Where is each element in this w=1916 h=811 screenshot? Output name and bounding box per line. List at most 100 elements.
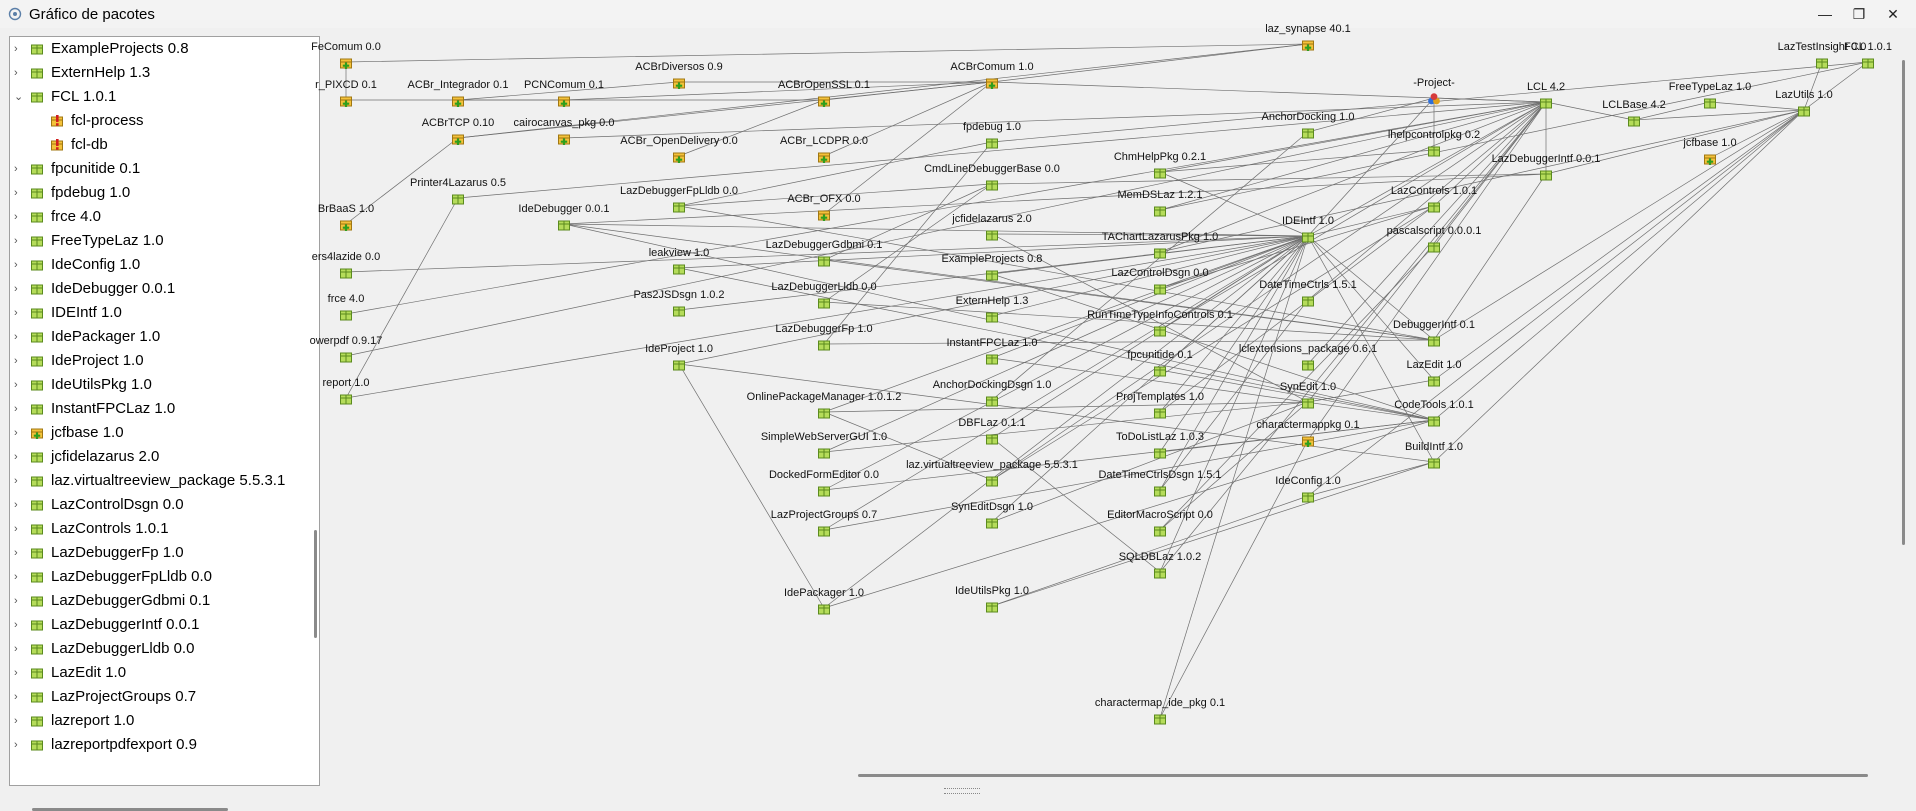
tree-item[interactable]: ›IdeProject 1.0: [10, 349, 300, 373]
graph-node[interactable]: EditorMacroScript 0.0: [1107, 509, 1213, 537]
graph-node[interactable]: LazDebuggerGdbmi 0.1: [766, 239, 883, 267]
tree-item[interactable]: ›LazDebuggerFpLldb 0.0: [10, 565, 300, 589]
graph-node[interactable]: ACBr_LCDPR 0.0: [780, 135, 868, 163]
graph-node[interactable]: ExternHelp 1.3: [956, 295, 1029, 323]
chevron-right-icon[interactable]: ›: [14, 427, 18, 439]
resize-grip[interactable]: [944, 788, 980, 794]
graph-node[interactable]: ACBr_OpenDelivery 0.0: [620, 135, 738, 163]
graph-node[interactable]: SimpleWebServerGUI 1.0: [761, 431, 887, 459]
chevron-right-icon[interactable]: ›: [14, 451, 18, 463]
tree-item[interactable]: ›LazProjectGroups 0.7: [10, 685, 300, 709]
graph-node[interactable]: RunTimeTypeInfoControls 0.1: [1087, 309, 1233, 337]
graph-node[interactable]: lclextensions_package 0.6.1: [1239, 343, 1377, 371]
graph-node[interactable]: InstantFPCLaz 1.0: [946, 337, 1038, 365]
graph-node[interactable]: ers4lazide 0.0: [312, 251, 381, 279]
graph-node[interactable]: DateTimeCtrlsDsgn 1.5.1: [1098, 469, 1222, 497]
tree-item[interactable]: ›lazreport 1.0: [10, 709, 300, 733]
graph-node[interactable]: LCL 4.2: [1527, 81, 1565, 109]
tree-item[interactable]: ›LazControlDsgn 0.0: [10, 493, 300, 517]
tree-item[interactable]: fcl-db: [10, 133, 300, 157]
graph-node[interactable]: AnchorDocking 1.0: [1262, 111, 1355, 139]
chevron-right-icon[interactable]: ›: [14, 595, 18, 607]
graph-node[interactable]: ACBrTCP 0.10: [422, 117, 495, 145]
graph-node[interactable]: frce 4.0: [328, 293, 365, 321]
graph-node[interactable]: jcfbase 1.0: [1682, 137, 1737, 165]
chevron-right-icon[interactable]: ›: [14, 331, 18, 343]
tree-item[interactable]: fcl-process: [10, 109, 300, 133]
tree-item[interactable]: ⌄FCL 1.0.1: [10, 85, 300, 109]
graph-node[interactable]: jcfidelazarus 2.0: [951, 213, 1032, 241]
graph-node[interactable]: SynEdit 1.0: [1280, 381, 1336, 409]
graph-node[interactable]: BrBaaS 1.0: [318, 203, 374, 231]
graph-node[interactable]: LCLBase 4.2: [1602, 99, 1666, 127]
graph-node[interactable]: LazDebuggerIntf 0.0.1: [1492, 153, 1601, 181]
graph-node[interactable]: BuildIntf 1.0: [1405, 441, 1463, 469]
tree-item[interactable]: ›LazDebuggerGdbmi 0.1: [10, 589, 300, 613]
graph-node[interactable]: IdeProject 1.0: [645, 343, 713, 371]
graph-node[interactable]: lhelpcontrolpkg 0.2: [1388, 129, 1480, 157]
tree-vertical-scrollbar[interactable]: [314, 530, 317, 638]
tree-item[interactable]: ›IDEIntf 1.0: [10, 301, 300, 325]
graph-node[interactable]: DBFLaz 0.1.1: [958, 417, 1026, 445]
graph-node[interactable]: LazDebuggerFp 1.0: [775, 323, 873, 351]
graph-node[interactable]: CodeTools 1.0.1: [1394, 399, 1474, 427]
graph-node[interactable]: Pas2JSDsgn 1.0.2: [633, 289, 725, 317]
tree-item[interactable]: ›LazEdit 1.0: [10, 661, 300, 685]
chevron-right-icon[interactable]: ›: [14, 163, 18, 175]
chevron-right-icon[interactable]: ›: [14, 211, 18, 223]
tree-item[interactable]: ›LazDebuggerFp 1.0: [10, 541, 300, 565]
graph-node[interactable]: LazDebuggerLldb 0.0: [771, 281, 877, 309]
graph-node[interactable]: IdeConfig 1.0: [1275, 475, 1341, 503]
graph-node[interactable]: IdePackager 1.0: [784, 587, 864, 615]
tree-item[interactable]: ›frce 4.0: [10, 205, 300, 229]
graph-node[interactable]: ACBrDiversos 0.9: [635, 61, 723, 89]
chevron-down-icon[interactable]: ⌄: [14, 91, 24, 103]
chevron-right-icon[interactable]: ›: [14, 235, 18, 247]
chevron-right-icon[interactable]: ›: [14, 307, 18, 319]
graph-node[interactable]: AnchorDockingDsgn 1.0: [933, 379, 1052, 407]
graph-node[interactable]: LazControlDsgn 0.0: [1111, 267, 1209, 295]
graph-node[interactable]: charactermap_ide_pkg 0.1: [1095, 697, 1225, 725]
tree-item[interactable]: ›IdePackager 1.0: [10, 325, 300, 349]
tree-item[interactable]: ›FreeTypeLaz 1.0: [10, 229, 300, 253]
tree-item[interactable]: ›jcfidelazarus 2.0: [10, 445, 300, 469]
graph-node[interactable]: report 1.0: [322, 377, 370, 405]
graph-node[interactable]: ACBr_Integrador 0.1: [408, 79, 509, 107]
chevron-right-icon[interactable]: ›: [14, 619, 18, 631]
graph-node[interactable]: LazProjectGroups 0.7: [771, 509, 877, 537]
chevron-right-icon[interactable]: ›: [14, 403, 18, 415]
graph-node[interactable]: TAChartLazarusPkg 1.0: [1102, 231, 1219, 259]
graph-node[interactable]: OnlinePackageManager 1.0.1.2: [747, 391, 902, 419]
tree-item[interactable]: ›fpcunitide 0.1: [10, 157, 300, 181]
package-tree[interactable]: ›ExampleProjects 0.8›ExternHelp 1.3⌄FCL …: [9, 36, 320, 811]
tree-item[interactable]: ›IdeConfig 1.0: [10, 253, 300, 277]
graph-node[interactable]: Printer4Lazarus 0.5: [410, 177, 506, 205]
chevron-right-icon[interactable]: ›: [14, 187, 18, 199]
graph-node[interactable]: LazDebuggerFpLldb 0.0: [620, 185, 738, 213]
graph-node[interactable]: laz.virtualtreeview_package 5.5.3.1: [906, 459, 1078, 487]
chevron-right-icon[interactable]: ›: [14, 259, 18, 271]
graph-node[interactable]: FCL 1.0.1: [1844, 41, 1892, 69]
chevron-right-icon[interactable]: ›: [14, 475, 18, 487]
graph-node[interactable]: owerpdf 0.9.17: [310, 335, 383, 363]
graph-node[interactable]: LazControls 1.0.1: [1391, 185, 1477, 213]
tree-item[interactable]: ›ExternHelp 1.3: [10, 61, 300, 85]
graph-node[interactable]: CmdLineDebuggerBase 0.0: [924, 163, 1060, 191]
chevron-right-icon[interactable]: ›: [14, 499, 18, 511]
graph-node[interactable]: IdeDebugger 0.0.1: [518, 203, 610, 231]
graph-node[interactable]: ToDoListLaz 1.0.3: [1116, 431, 1204, 459]
graph-node[interactable]: ACBr_OFX 0.0: [787, 193, 861, 221]
graph-horizontal-scrollbar[interactable]: [858, 774, 1868, 777]
tree-item[interactable]: ›IdeDebugger 0.0.1: [10, 277, 300, 301]
tree-item[interactable]: ›ExampleProjects 0.8: [10, 37, 300, 61]
restore-button[interactable]: ❐: [1836, 0, 1882, 28]
tree-item[interactable]: ›laz.virtualtreeview_package 5.5.3.1: [10, 469, 300, 493]
chevron-right-icon[interactable]: ›: [14, 739, 18, 751]
graph-node[interactable]: ProjTemplates 1.0: [1116, 391, 1204, 419]
graph-node[interactable]: LazTestInsight 0.0: [1778, 41, 1867, 69]
chevron-right-icon[interactable]: ›: [14, 355, 18, 367]
tree-item[interactable]: ›LazControls 1.0.1: [10, 517, 300, 541]
tree-item[interactable]: ›fpdebug 1.0: [10, 181, 300, 205]
